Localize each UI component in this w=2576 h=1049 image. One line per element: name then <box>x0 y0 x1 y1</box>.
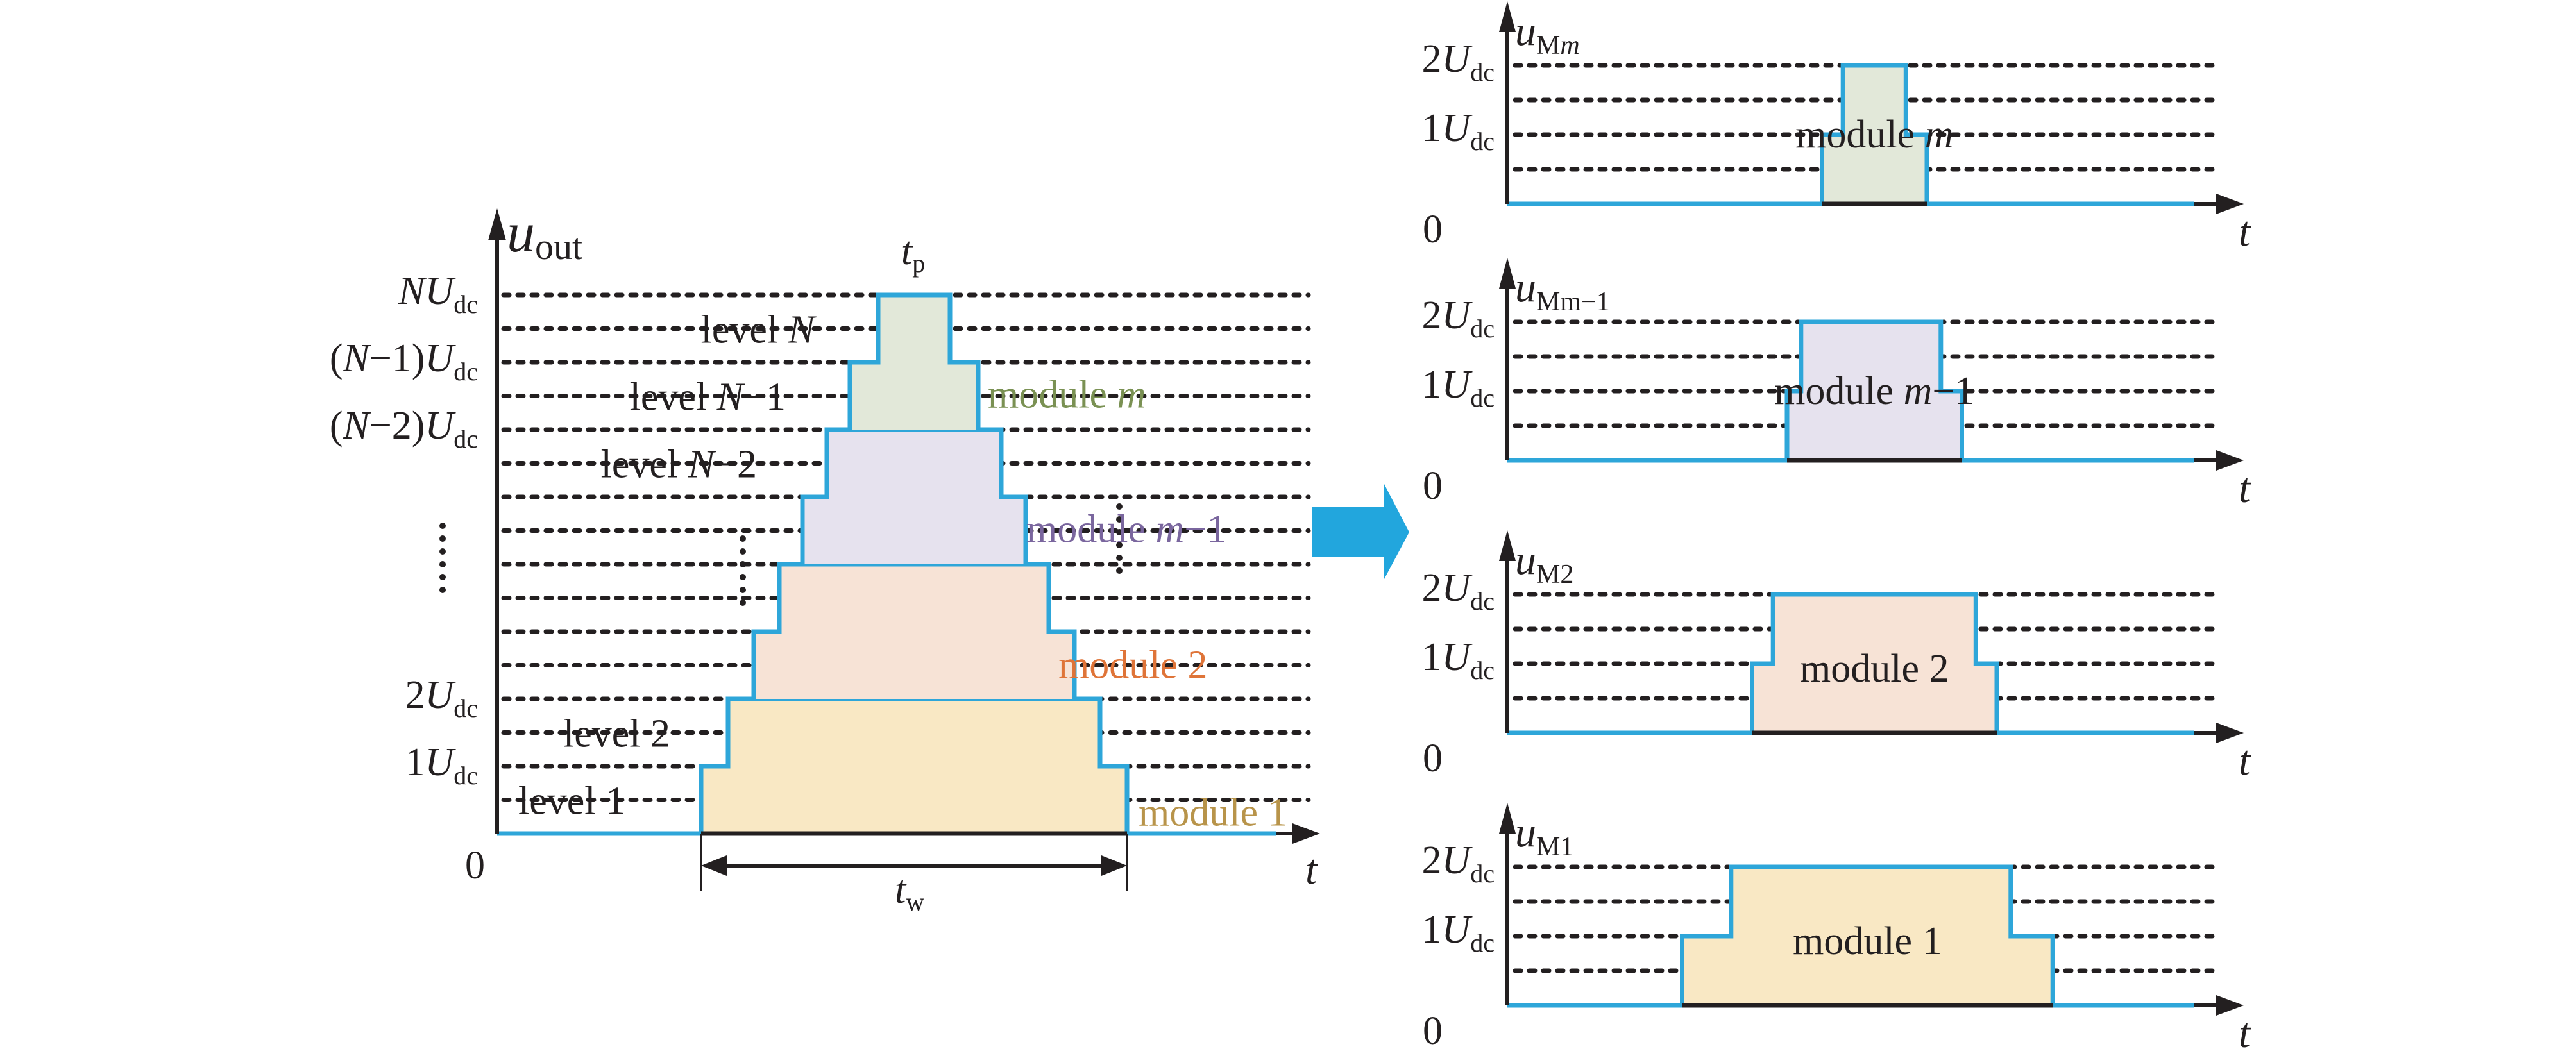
x-axis-arrowhead <box>2216 450 2244 471</box>
ellipsis-dot <box>439 587 446 593</box>
level-label: level N−1 <box>630 376 786 419</box>
ellipsis-dot <box>1116 567 1123 574</box>
x-axis-label: t <box>1305 846 1318 893</box>
module-label: module m−1 <box>1774 369 1974 413</box>
y-tick-label: 1Udc <box>1421 363 1495 412</box>
module-fill-module-2 <box>754 564 1074 699</box>
module-waveform <box>1507 592 2194 735</box>
y-tick-label: 1Udc <box>1421 635 1495 685</box>
module-voltage-plot: uMm−1 2Udc 1Udc 0 t module m−1 <box>1421 258 2251 512</box>
ellipsis-dot <box>1116 555 1123 561</box>
tw-right-arrowhead <box>1101 855 1127 876</box>
module-fill-module-m <box>850 295 978 430</box>
tw-label: tw <box>895 868 924 916</box>
module-label: module m <box>1795 113 1953 156</box>
module-label: module 2 <box>1058 644 1207 687</box>
ellipsis-dot <box>439 523 446 529</box>
module-waveform <box>1507 864 2194 1008</box>
y-axis-label: uM1 <box>1515 809 1573 862</box>
level-label: level 1 <box>518 780 625 823</box>
x-axis-label: t <box>2239 208 2251 255</box>
module-voltage-plot: uM2 2Udc 1Udc 0 t module 2 <box>1421 530 2251 784</box>
left-plot-output-voltage: uout 0 t NUdc (N−1)Udc (N−2)Udc 2Udc 1Udc level … <box>330 202 1320 916</box>
module-pulse-fill <box>1752 594 1997 733</box>
module-voltage-plot: uM1 2Udc 1Udc 0 t module 1 <box>1421 803 2251 1049</box>
ellipsis-dot <box>1116 529 1123 535</box>
y-axis-arrowhead <box>1499 803 1516 834</box>
level-label: level N <box>701 308 817 352</box>
module-label: module 2 <box>1800 647 1949 691</box>
y-tick-label: NUdc <box>398 269 478 319</box>
module-fill-module-m-1 <box>802 430 1026 564</box>
right-arrow-icon <box>1312 483 1409 580</box>
y-tick-label: (N−1)Udc <box>330 337 478 386</box>
origin-label: 0 <box>1423 208 1443 251</box>
module-label: module m <box>988 373 1146 417</box>
right-plots-module-voltages: uMm 2Udc 1Udc 0 t module m uMm−1 2Udc 1Udc 0 t modu… <box>1421 1 2251 1049</box>
y-axis-arrowhead <box>1499 530 1516 561</box>
ellipsis-dot <box>439 535 446 542</box>
ellipsis-dot <box>1116 516 1123 523</box>
module-voltage-plot: uMm 2Udc 1Udc 0 t module m <box>1421 1 2251 255</box>
ellipsis-dot <box>740 587 746 593</box>
tw-left-arrowhead <box>701 855 727 876</box>
y-axis-label: uMm−1 <box>1515 264 1610 317</box>
module-label: module m−1 <box>1026 508 1226 551</box>
x-axis-label: t <box>2239 1010 2251 1049</box>
ellipsis-dot <box>1116 542 1123 548</box>
module-outline-module-m <box>847 292 981 430</box>
right-arrow-shape <box>1312 483 1409 580</box>
ellipsis-dot <box>439 561 446 567</box>
x-axis-arrowhead <box>2216 995 2244 1016</box>
level-label: level N−2 <box>601 443 757 487</box>
y-tick-label: 1Udc <box>405 741 478 790</box>
ellipsis-dot <box>740 574 746 580</box>
y-axis-arrowhead <box>1499 258 1516 289</box>
y-axis-arrowhead <box>1499 1 1516 32</box>
ellipsis-dot <box>439 574 446 580</box>
y-tick-label: 2Udc <box>1421 566 1495 616</box>
origin-label: 0 <box>1423 1009 1443 1049</box>
y-axis-label: uM2 <box>1515 537 1573 589</box>
y-tick-label: (N−2)Udc <box>330 404 478 453</box>
y-tick-label: 1Udc <box>1421 106 1495 156</box>
tp-label: tp <box>901 230 925 278</box>
module-pulse-fill <box>1822 65 1927 204</box>
module-waveform <box>1507 319 2194 463</box>
x-axis-arrowhead <box>2216 723 2244 743</box>
x-axis-label: t <box>2239 737 2251 784</box>
ellipsis-dot <box>1116 503 1123 510</box>
origin-label: 0 <box>1423 464 1443 508</box>
level-label: level 2 <box>563 712 670 756</box>
y-axis-label: uout <box>507 202 582 267</box>
module-waveform <box>1507 63 2194 206</box>
ellipsis-dot <box>439 548 446 555</box>
y-axis-arrowhead <box>488 208 506 240</box>
origin-label: 0 <box>465 844 485 887</box>
y-tick-label: 2Udc <box>1421 839 1495 888</box>
module-pulse-fill <box>1787 322 1962 460</box>
y-tick-label: 1Udc <box>1421 908 1495 957</box>
x-axis-arrowhead <box>1292 823 1320 844</box>
y-axis-label: uMm <box>1515 8 1580 60</box>
x-axis-arrowhead <box>2216 194 2244 214</box>
ellipsis-dot <box>740 548 746 555</box>
y-tick-label: 2Udc <box>1421 294 1495 343</box>
x-axis-label: t <box>2239 465 2251 512</box>
module-pulse-fill <box>1682 867 2053 1005</box>
origin-label: 0 <box>1423 737 1443 780</box>
module-label: module 1 <box>1793 919 1942 963</box>
module-fill-module-1 <box>701 699 1127 834</box>
y-tick-label: 2Udc <box>1421 37 1495 87</box>
ellipsis-dot <box>740 600 746 606</box>
ellipsis-dot <box>740 535 746 542</box>
module-label: module 1 <box>1139 791 1287 835</box>
ellipsis-dot <box>740 561 746 567</box>
y-tick-label: 2Udc <box>405 673 478 723</box>
